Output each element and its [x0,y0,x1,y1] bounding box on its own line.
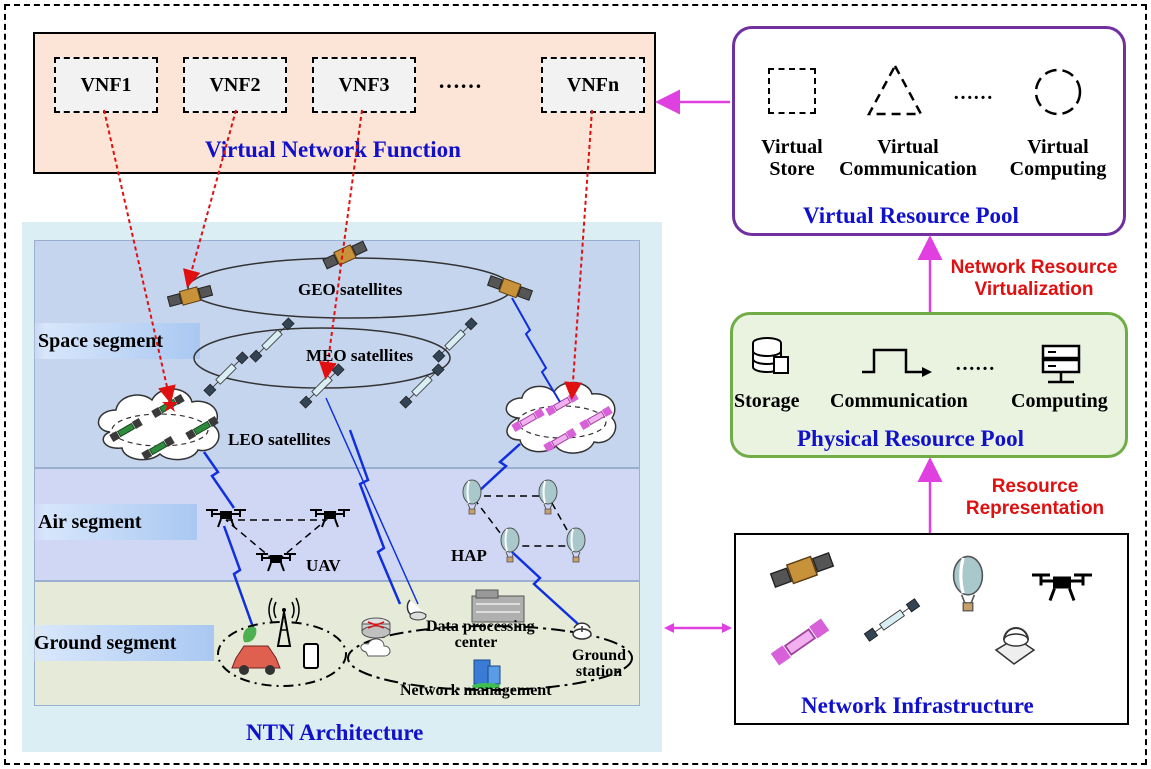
network-management-icon [472,659,501,689]
vnf-ellipsis: …… [438,68,482,93]
ground-network-ring [347,625,633,691]
link-meo-ground-zigzag [348,429,402,605]
virtual-computing-label-1: Virtual [1027,136,1089,158]
geo-satellite-top [321,238,369,272]
uav-3 [255,553,297,572]
network-management-label: Network management [400,682,552,699]
virtual-store-label-2: Store [769,158,815,180]
data-center-icon [471,589,525,623]
vnf2-box: VNF2 [183,57,287,113]
virtual-store-label-1: Virtual [761,136,823,158]
virtual-communication-label-1: Virtual [877,136,939,158]
uav-2 [309,509,351,528]
geo-satellite-left [166,283,214,309]
infra-ground-station-icon [994,627,1036,665]
ground-station-icon [572,622,592,640]
hap-formation [470,495,578,547]
data-center-label-1: Data processing [426,618,535,635]
data-center-label-2: center [454,634,498,651]
representation-label-2: Representation [965,498,1105,519]
vnfn-mapping [563,109,593,400]
dashed-triangle-icon [866,63,924,116]
virtual-computing-label-2: Computing [1009,158,1107,180]
link-leo-hap [477,443,521,493]
link-meo-ground [325,397,419,605]
uav-label: UAV [306,556,341,575]
uav-1 [205,509,247,528]
vnfn-box: VNFn [541,57,645,113]
leo-label: LEO satellites [228,430,331,449]
virtual-pool-title: Virtual Resource Pool [803,203,1019,228]
meo-satellite-1 [249,317,295,363]
arrow-ntn-infra [664,623,732,633]
infra-geo-satellite-icon [769,549,835,591]
infra-uav-icon [1030,573,1094,602]
virtual-resource-pool [732,26,1126,236]
virtualization-label-2: Virtualization [974,279,1094,300]
communication-label: Communication [830,390,968,412]
physical-pool-ellipsis: …… [955,353,995,375]
meo-satellite-3 [299,363,345,409]
star-marker [162,396,178,412]
outer-frame [4,4,1147,765]
meo-satellite-5 [432,317,478,363]
vnf-title: Virtual Network Function [205,137,461,162]
cell-tower-icon [268,597,300,647]
vnf1-box: VNF1 [54,57,158,113]
database-icon [752,337,789,374]
virtualization-label-1: Network Resource [950,257,1118,278]
vnf1-mapping [103,109,176,404]
ground-station-label-1: Ground [572,647,626,664]
smartphone-icon [303,643,319,669]
space-segment-label: Space segment [32,323,200,359]
leo-cloud-right [505,381,617,454]
server-icon [1041,344,1081,384]
meo-satellite-4 [399,363,445,409]
hap-label: HAP [451,546,487,565]
storage-label: Storage [734,390,800,412]
infra-balloon-icon [951,554,985,613]
infrastructure-title: Network Infrastructure [801,693,1034,718]
vnf2-mapping [183,109,237,288]
infra-leo-satellite-icon [769,617,831,667]
physical-resource-pool [730,312,1128,458]
representation-label-1: Resource [991,476,1079,497]
physical-pool-title: Physical Resource Pool [797,426,1024,451]
air-segment-label: Air segment [32,504,197,540]
virtual-pool-ellipsis: …… [953,82,993,104]
meo-label: MEO satellites [306,346,414,365]
satellite-dish-icon [406,599,427,621]
hap-1 [462,479,482,515]
link-hap-ground [511,551,579,625]
user-ring [217,621,347,687]
infra-meo-satellite-icon [863,598,921,642]
hap-4 [566,527,586,563]
vnf3-box: VNF3 [312,57,416,113]
ground-segment-label: Ground segment [28,625,214,661]
hap-2 [538,479,558,515]
virtual-communication-label-2: Communication [839,158,977,180]
uav-formation [225,519,329,563]
dashed-circle-icon [1034,68,1082,116]
meo-satellite-2 [203,351,249,397]
router-icon [360,617,391,657]
vnf3-mapping [318,109,363,380]
signal-pulse-icon [862,348,932,377]
geo-label: GEO satellites [298,280,403,299]
computing-label: Computing [1011,390,1108,412]
electric-car-icon [231,626,281,675]
ground-station-label-2: station [575,663,623,680]
geo-satellite-right [486,273,534,303]
link-leo-uav [202,451,236,509]
dashed-square-icon [768,68,816,114]
link-geo-leo-right [511,297,561,403]
link-uav-car [222,525,256,631]
ntn-title: NTN Architecture [246,720,424,745]
